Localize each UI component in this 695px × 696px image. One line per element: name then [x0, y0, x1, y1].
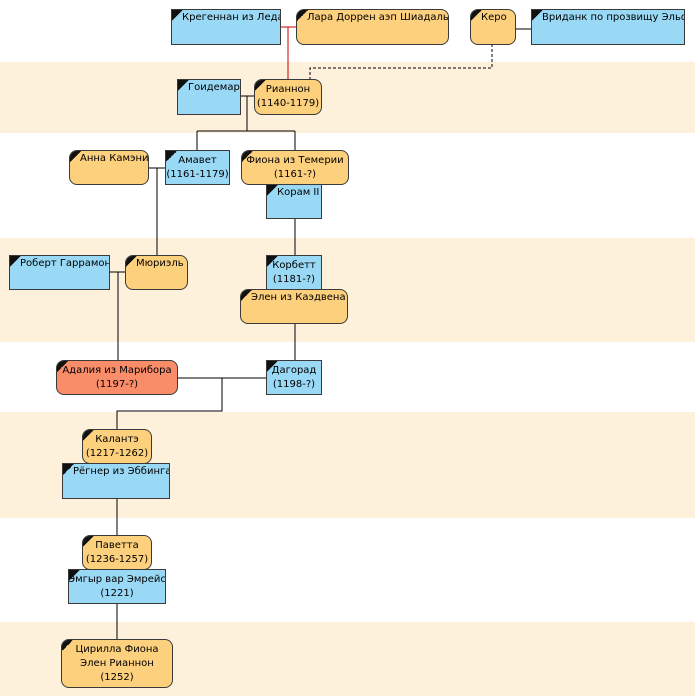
person-years: (1197-?) [95, 378, 139, 390]
expand-marker-icon [267, 361, 278, 372]
person-name: Лара Доррен аэп Шиадаль [307, 12, 449, 23]
expand-marker-icon [83, 536, 94, 547]
generation-band-4 [0, 238, 695, 342]
expand-marker-icon [166, 151, 177, 162]
person-name: Рианнон [265, 84, 311, 95]
person-name: Дагорад [271, 364, 317, 376]
person-regner[interactable]: Рёгнер из Эббинга [62, 463, 170, 499]
expand-marker-icon [69, 570, 80, 581]
person-name: Цирилла Фиона Элен Рианнон [75, 643, 159, 669]
expand-marker-icon [241, 290, 252, 301]
person-name: Анна Камэни [80, 153, 149, 164]
person-name: Крегеннан из Леда [182, 12, 281, 23]
generation-band-2 [0, 62, 695, 133]
person-korbett[interactable]: Корбетт (1181-?) [266, 255, 322, 290]
person-name: Элен из Каэдвена [251, 292, 346, 303]
person-name: Гоидемар [188, 82, 240, 93]
person-years: (1217-1262) [85, 447, 149, 459]
person-years: (1236-1257) [85, 553, 149, 565]
person-riannon[interactable]: Рианнон (1140-1179) [254, 79, 322, 115]
person-name: Мюриэль [136, 258, 184, 269]
person-kalante[interactable]: Калантэ (1217-1262) [82, 429, 152, 464]
person-name: Фиона из Темерии [246, 154, 344, 166]
person-years: (1252) [100, 671, 134, 683]
expand-marker-icon [172, 10, 183, 21]
person-goidemar[interactable]: Гоидемар [177, 79, 241, 115]
expand-marker-icon [83, 430, 94, 441]
expand-marker-icon [178, 80, 189, 91]
expand-marker-icon [57, 361, 68, 372]
person-name: Эмгыр вар Эмрейс [68, 573, 166, 585]
person-name: Рёгнер из Эббинга [73, 466, 170, 477]
person-years: (1181-?) [272, 273, 316, 285]
expand-marker-icon [255, 80, 266, 91]
person-name: Паветта [95, 539, 139, 551]
person-name: Корбетт [272, 259, 316, 271]
person-years: (1198-?) [272, 378, 316, 390]
person-name: Керо [481, 12, 507, 23]
person-years: (1161-?) [273, 168, 317, 180]
expand-marker-icon [242, 151, 253, 162]
person-fiona[interactable]: Фиона из Темерии (1161-?) [241, 150, 349, 185]
person-dagorad[interactable]: Дагорад (1198-?) [266, 360, 322, 395]
expand-marker-icon [70, 151, 81, 162]
person-pavetta[interactable]: Паветта (1236-1257) [82, 535, 152, 570]
person-name: Адалия из Марибора [62, 364, 172, 376]
expand-marker-icon [63, 464, 74, 475]
descent-line-adalia-dagorad [116, 378, 223, 430]
expand-marker-icon [297, 10, 308, 21]
person-muriel[interactable]: Мюриэль [125, 255, 188, 290]
person-robert[interactable]: Роберт Гаррамон [9, 255, 110, 290]
expand-marker-icon [471, 10, 482, 21]
expand-marker-icon [126, 256, 137, 267]
person-years: (1140-1179) [256, 98, 320, 109]
person-kero[interactable]: Керо [470, 9, 516, 45]
person-name: Вриданк по прозвищу Эльф [542, 12, 685, 23]
person-anna[interactable]: Анна Камэни [69, 150, 149, 185]
person-years: (1161-1179) [166, 168, 229, 180]
expand-marker-icon [267, 256, 278, 267]
person-adalia[interactable]: Адалия из Марибора (1197-?) [56, 360, 178, 395]
expand-marker-icon [10, 256, 21, 267]
expand-marker-icon [532, 10, 543, 21]
person-name: Роберт Гаррамон [20, 258, 110, 269]
person-elen[interactable]: Элен из Каэдвена [240, 289, 348, 324]
expand-marker-icon [62, 640, 73, 651]
person-name: Корам II [277, 187, 320, 198]
person-vridank[interactable]: Вриданк по прозвищу Эльф [531, 9, 685, 45]
person-name: Амавет [178, 154, 217, 166]
person-years: (1221) [100, 587, 134, 599]
person-ciri[interactable]: Цирилла Фиона Элен Рианнон (1252) [61, 639, 173, 688]
person-kregennan[interactable]: Крегеннан из Леда [171, 9, 281, 45]
person-koram[interactable]: Корам II [266, 184, 322, 219]
person-emhyr[interactable]: Эмгыр вар Эмрейс (1221) [68, 569, 166, 604]
person-lara[interactable]: Лара Доррен аэп Шиадаль [296, 9, 449, 45]
adoption-link-riannon [309, 44, 493, 80]
person-name: Калантэ [95, 433, 139, 445]
expand-marker-icon [267, 185, 278, 196]
person-amavet[interactable]: Амавет (1161-1179) [165, 150, 230, 185]
